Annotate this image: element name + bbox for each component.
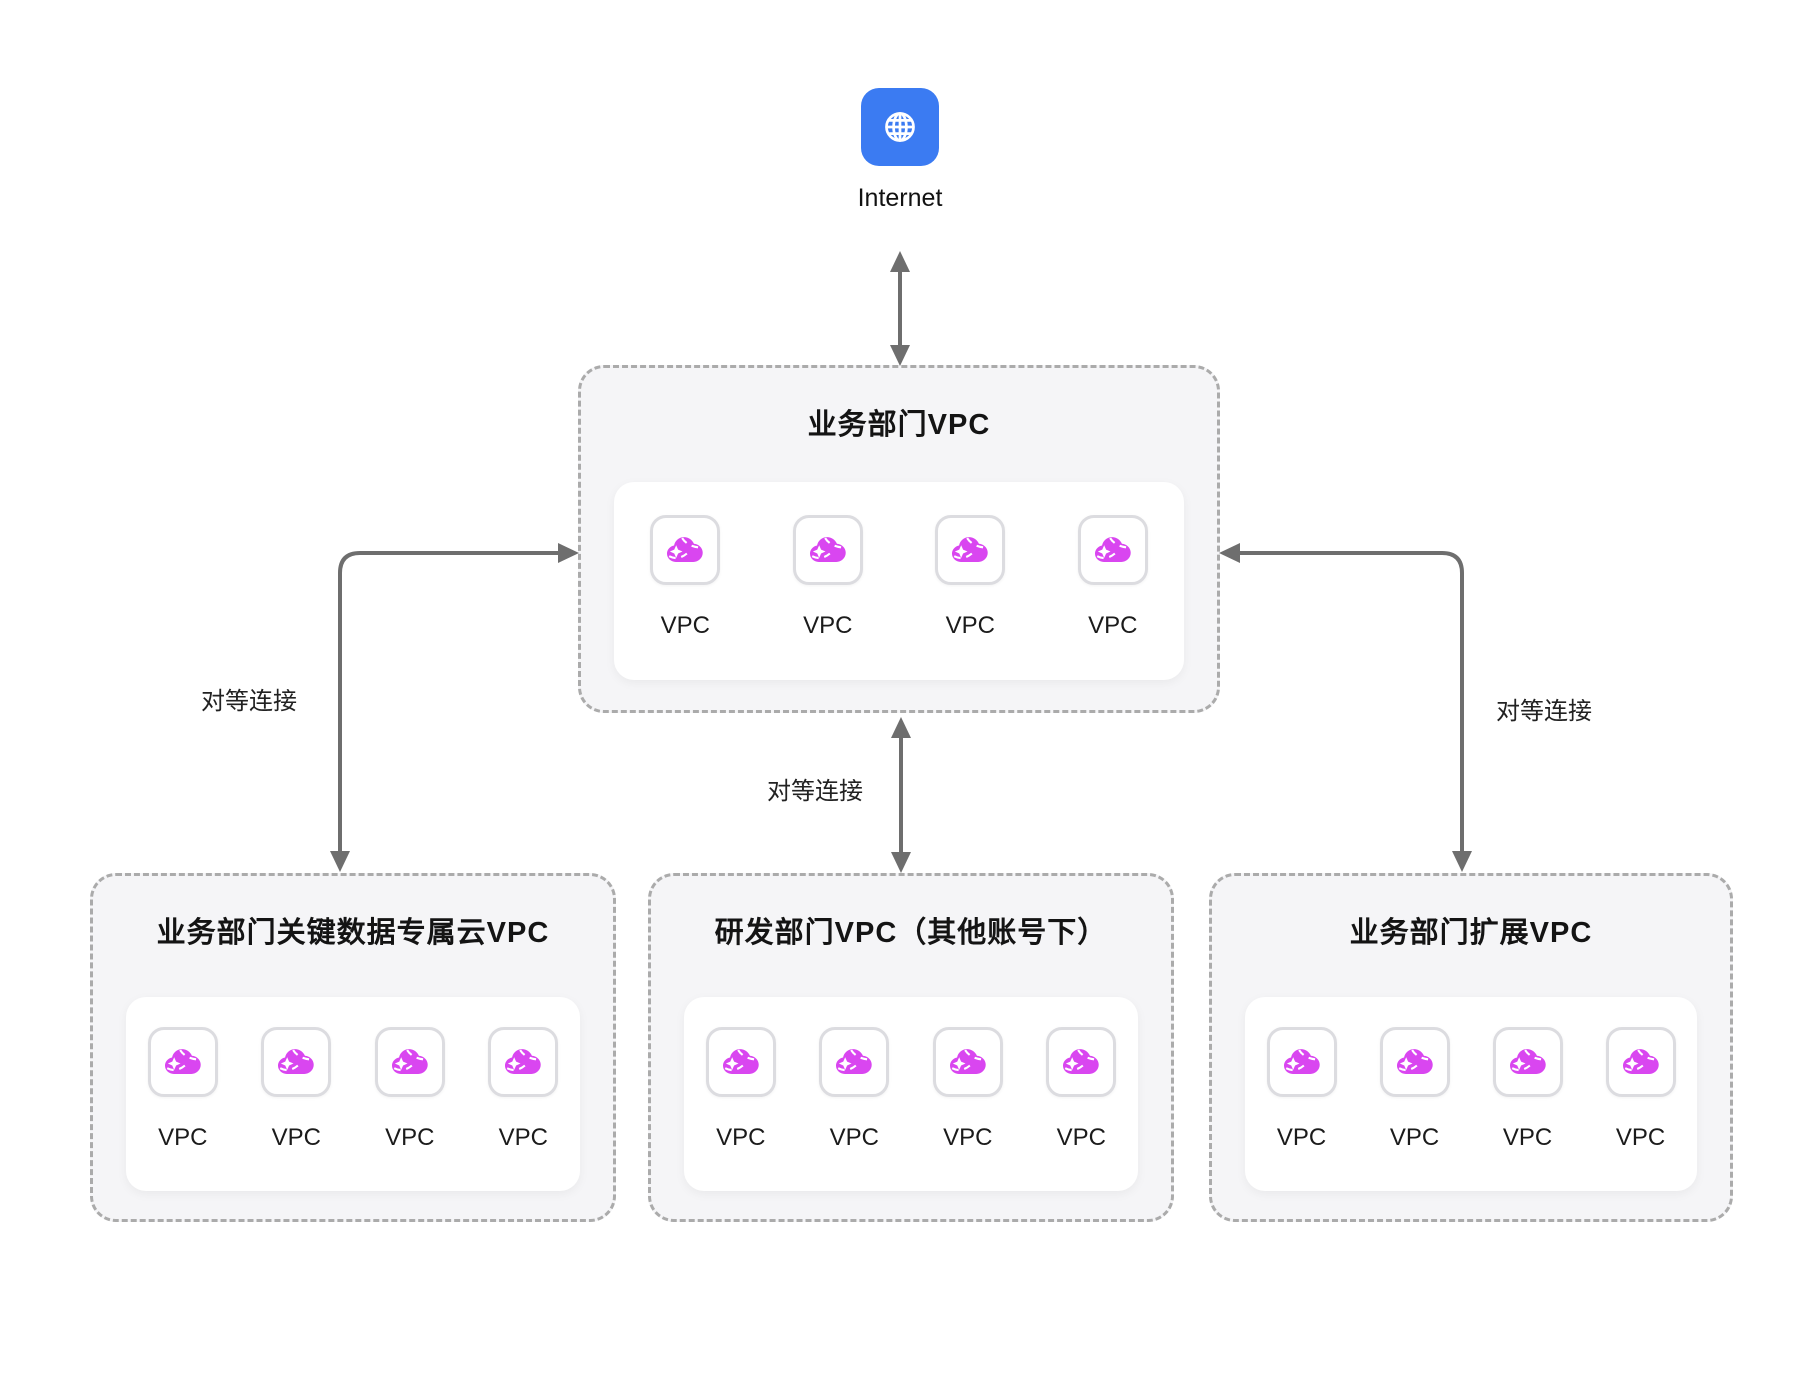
- vpc-node: VPC: [650, 515, 721, 640]
- vpc-icon-frame: [374, 1027, 445, 1097]
- group-rnd-vpc: 研发部门VPC（其他账号下） VPC VPC VPC VPC: [648, 873, 1174, 1222]
- vpc-cloud-icon: [945, 1039, 991, 1085]
- vpc-card: VPC VPC VPC VPC: [126, 997, 580, 1191]
- vpc-icon-frame: [705, 1027, 776, 1097]
- vpc-cloud-icon: [500, 1039, 546, 1085]
- vpc-label: VPC: [1276, 1124, 1327, 1151]
- arrowhead-down-icon: [891, 852, 911, 873]
- vpc-icon-frame: [819, 1027, 890, 1097]
- vpc-cloud-icon: [718, 1039, 764, 1085]
- vpc-icon-frame: [932, 1027, 1003, 1097]
- arrowhead-right-icon: [558, 543, 579, 563]
- vpc-node: VPC: [932, 1027, 1003, 1152]
- arrowhead-down-icon: [1452, 851, 1472, 872]
- vpc-icon-frame: [1046, 1027, 1117, 1097]
- vpc-node: VPC: [374, 1027, 445, 1152]
- arrowhead-up-icon: [890, 251, 910, 272]
- group-title: 业务部门关键数据专属云VPC: [156, 917, 550, 949]
- group-title: 业务部门VPC: [807, 409, 991, 441]
- vpc-label: VPC: [1615, 1124, 1666, 1151]
- vpc-label: VPC: [1056, 1124, 1106, 1151]
- vpc-label: VPC: [271, 1124, 321, 1151]
- vpc-label: VPC: [1389, 1124, 1440, 1151]
- arrowhead-down-icon: [330, 851, 350, 872]
- vpc-icon-frame: [1266, 1027, 1337, 1097]
- arrow-hub-extension: [1240, 551, 1464, 852]
- vpc-label: VPC: [385, 1124, 435, 1151]
- vpc-node: VPC: [819, 1027, 890, 1152]
- vpc-icon-frame: [1379, 1027, 1450, 1097]
- vpc-node: VPC: [1046, 1027, 1117, 1152]
- vpc-node: VPC: [261, 1027, 332, 1152]
- vpc-icon-frame: [1077, 515, 1148, 585]
- vpc-node: VPC: [1379, 1027, 1450, 1152]
- vpc-cloud-icon: [1505, 1039, 1551, 1085]
- group-extension-vpc: 业务部门扩展VPC VPC VPC VPC VPC: [1209, 873, 1733, 1222]
- vpc-card: VPC VPC VPC VPC: [684, 997, 1138, 1191]
- group-business-vpc: 业务部门VPC VPC VPC VPC VPC: [578, 365, 1220, 713]
- vpc-node: VPC: [935, 515, 1006, 640]
- vpc-label: VPC: [829, 1124, 879, 1151]
- vpc-node: VPC: [1605, 1027, 1676, 1152]
- vpc-node: VPC: [147, 1027, 218, 1152]
- vpc-label: VPC: [943, 1124, 993, 1151]
- vpc-cloud-icon: [1090, 527, 1136, 573]
- vpc-label: VPC: [498, 1124, 548, 1151]
- vpc-cloud-icon: [1618, 1039, 1664, 1085]
- vpc-label: VPC: [1502, 1124, 1553, 1151]
- vpc-icon-frame: [792, 515, 863, 585]
- arrow-hub-critical: [338, 551, 558, 852]
- vpc-icon-frame: [650, 515, 721, 585]
- vpc-label: VPC: [660, 612, 710, 639]
- vpc-icon-frame: [1492, 1027, 1563, 1097]
- vpc-label: VPC: [716, 1124, 766, 1151]
- internet-label: Internet: [857, 184, 943, 212]
- vpc-node: VPC: [1492, 1027, 1563, 1152]
- group-title: 研发部门VPC（其他账号下）: [714, 917, 1108, 949]
- vpc-cloud-icon: [662, 527, 708, 573]
- globe-icon: [876, 103, 924, 151]
- vpc-node: VPC: [488, 1027, 559, 1152]
- vpc-icon-frame: [261, 1027, 332, 1097]
- vpc-cloud-icon: [387, 1039, 433, 1085]
- vpc-icon-frame: [935, 515, 1006, 585]
- peering-label-middle: 对等连接: [767, 778, 863, 805]
- vpc-label: VPC: [803, 612, 853, 639]
- vpc-cloud-icon: [160, 1039, 206, 1085]
- arrowhead-up-icon: [891, 717, 911, 738]
- vpc-label: VPC: [945, 612, 995, 639]
- group-critical-data-vpc: 业务部门关键数据专属云VPC VPC VPC VPC VPC: [90, 873, 616, 1222]
- internet-icon: [861, 88, 939, 166]
- vpc-label: VPC: [158, 1124, 208, 1151]
- vpc-icon-frame: [488, 1027, 559, 1097]
- vpc-cloud-icon: [273, 1039, 319, 1085]
- vpc-cloud-icon: [805, 527, 851, 573]
- vpc-cloud-icon: [1279, 1039, 1325, 1085]
- vpc-node: VPC: [1266, 1027, 1337, 1152]
- vpc-label: VPC: [1088, 612, 1138, 639]
- vpc-icon-frame: [1605, 1027, 1676, 1097]
- group-title: 业务部门扩展VPC: [1349, 917, 1593, 949]
- peering-label-left: 对等连接: [201, 688, 297, 715]
- vpc-node: VPC: [1077, 515, 1148, 640]
- vpc-icon-frame: [147, 1027, 218, 1097]
- vpc-card: VPC VPC VPC VPC: [1245, 997, 1697, 1191]
- vpc-card: VPC VPC VPC VPC: [614, 482, 1184, 680]
- peering-label-right: 对等连接: [1496, 698, 1592, 725]
- vpc-node: VPC: [705, 1027, 776, 1152]
- arrowhead-down-icon: [890, 345, 910, 366]
- arrowhead-left-icon: [1219, 543, 1240, 563]
- vpc-cloud-icon: [1058, 1039, 1104, 1085]
- vpc-cloud-icon: [947, 527, 993, 573]
- vpc-cloud-icon: [831, 1039, 877, 1085]
- vpc-node: VPC: [792, 515, 863, 640]
- vpc-cloud-icon: [1392, 1039, 1438, 1085]
